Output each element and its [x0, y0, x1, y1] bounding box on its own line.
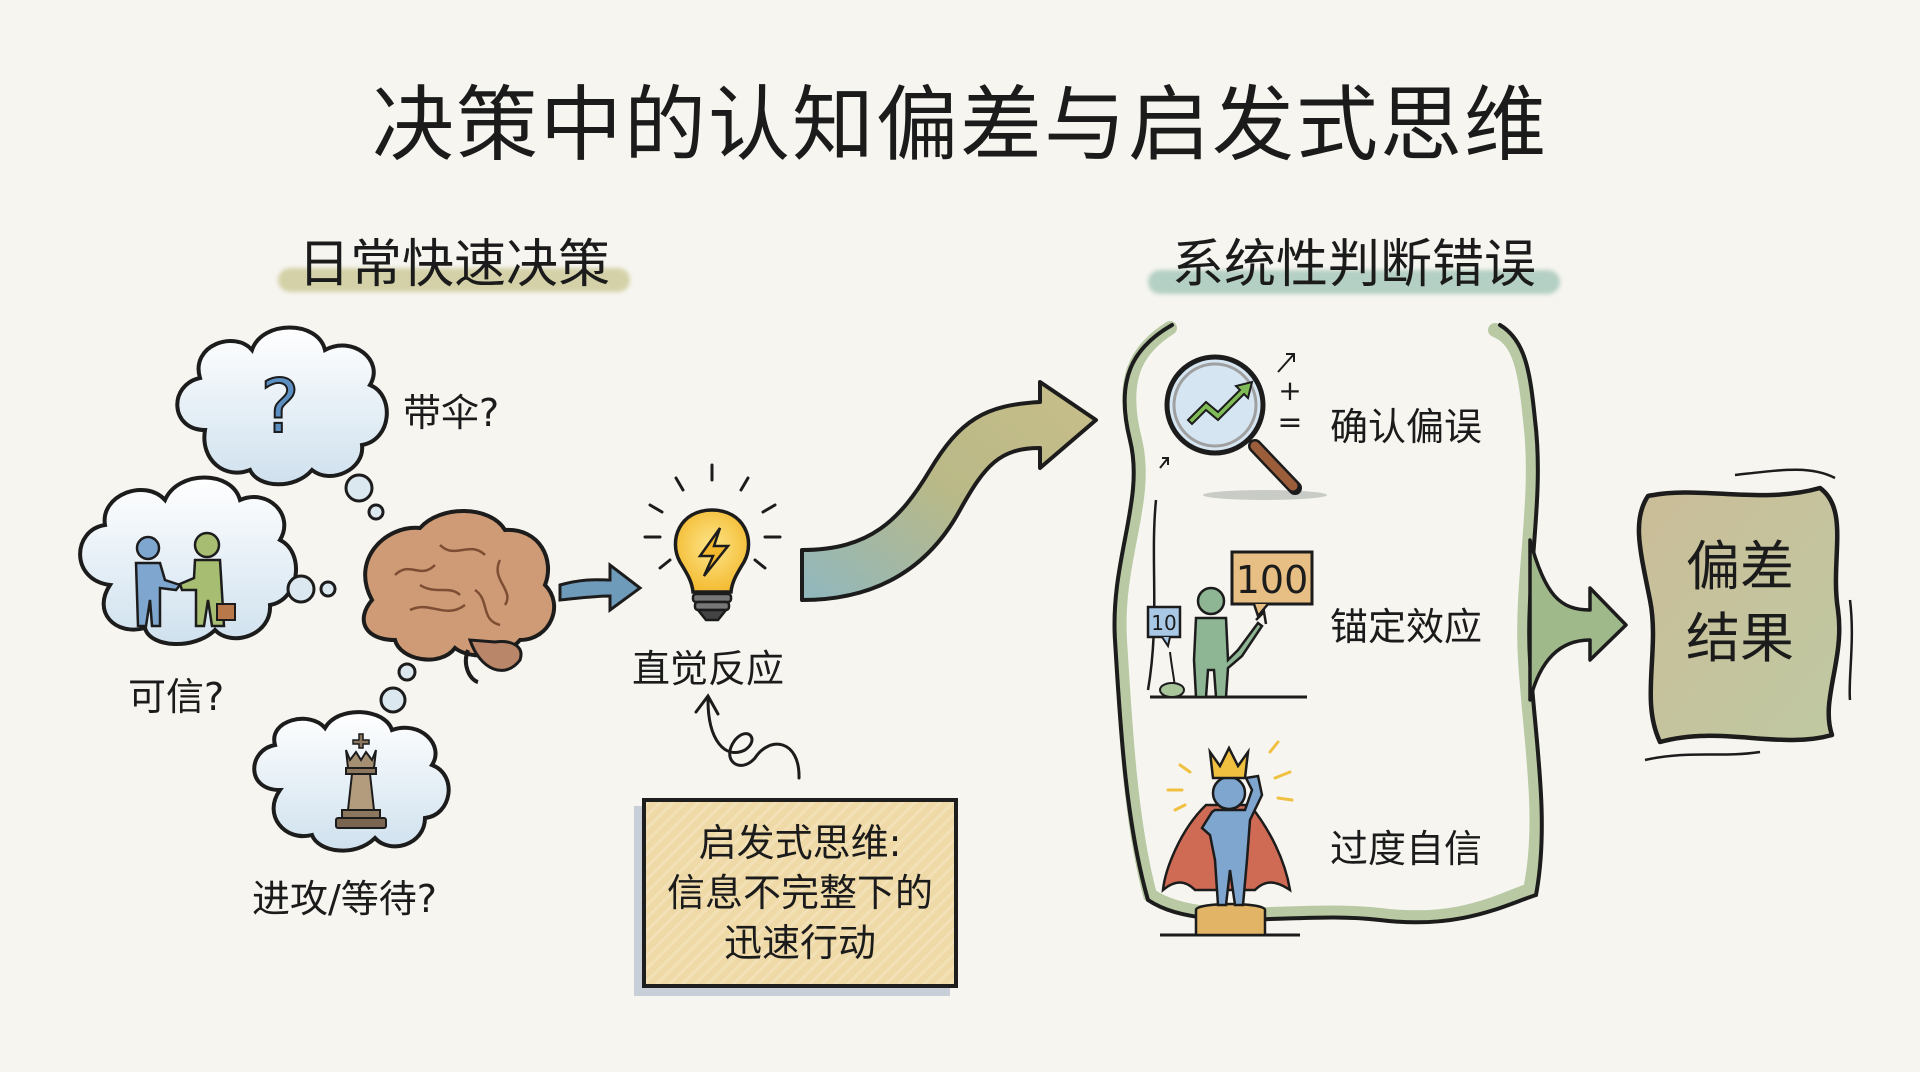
- intuition-label: 直觉反应: [632, 647, 785, 691]
- large-anchor-value: 100: [1236, 558, 1309, 602]
- plus-symbol: +: [1278, 374, 1301, 407]
- arrow-to-result-icon: [1528, 538, 1628, 702]
- left-section-heading: 日常快速决策: [297, 235, 610, 295]
- arrow-to-bulb-icon: [558, 561, 643, 613]
- note-line-2: 信息不完整下的: [666, 871, 933, 915]
- handshake-icon: [134, 531, 236, 628]
- result-line-2: 结果: [1686, 607, 1794, 670]
- question-mark-icon: ?: [260, 364, 299, 450]
- thought-label-chess: 进攻/等待?: [252, 877, 437, 921]
- bias-label-overconfidence: 过度自信: [1330, 827, 1483, 871]
- thought-cloud-chess: [252, 662, 451, 853]
- right-heading-highlight: [1148, 270, 1560, 294]
- anchor-person-icon: [1146, 550, 1314, 699]
- biased-result-label: 偏差 结果: [1640, 488, 1840, 718]
- heuristic-note: 启发式思维: 信息不完整下的 迅速行动: [642, 798, 958, 988]
- thought-cloud-trust: [78, 475, 337, 646]
- result-line-1: 偏差: [1686, 535, 1794, 598]
- lightbulb-icon: [643, 463, 782, 622]
- crowned-hero-icon: [1160, 740, 1300, 937]
- note-line-3: 迅速行动: [723, 921, 876, 965]
- note-line-1: 启发式思维:: [698, 821, 902, 865]
- chess-king-icon: [335, 733, 387, 829]
- right-section-heading: 系统性判断错误: [1171, 235, 1536, 295]
- thought-label-trust: 可信?: [128, 675, 225, 719]
- bias-label-confirmation: 确认偏误: [1330, 405, 1483, 449]
- small-anchor-value: 10: [1151, 611, 1176, 635]
- bias-label-anchoring: 锚定效应: [1330, 605, 1483, 649]
- thought-label-umbrella: 带伞?: [403, 391, 500, 435]
- left-heading-highlight: [278, 268, 630, 292]
- squiggle-arrow-icon: [694, 693, 801, 780]
- magnifier-chart-icon: [1159, 353, 1327, 500]
- result-box: [1636, 468, 1854, 762]
- page-title: 决策中的认知偏差与启发式思维: [371, 78, 1548, 173]
- big-curved-arrow-icon: [800, 380, 1098, 602]
- thought-cloud-umbrella: ?: [175, 325, 389, 521]
- equals-symbol: =: [1277, 405, 1302, 440]
- brain-icon: [361, 509, 557, 684]
